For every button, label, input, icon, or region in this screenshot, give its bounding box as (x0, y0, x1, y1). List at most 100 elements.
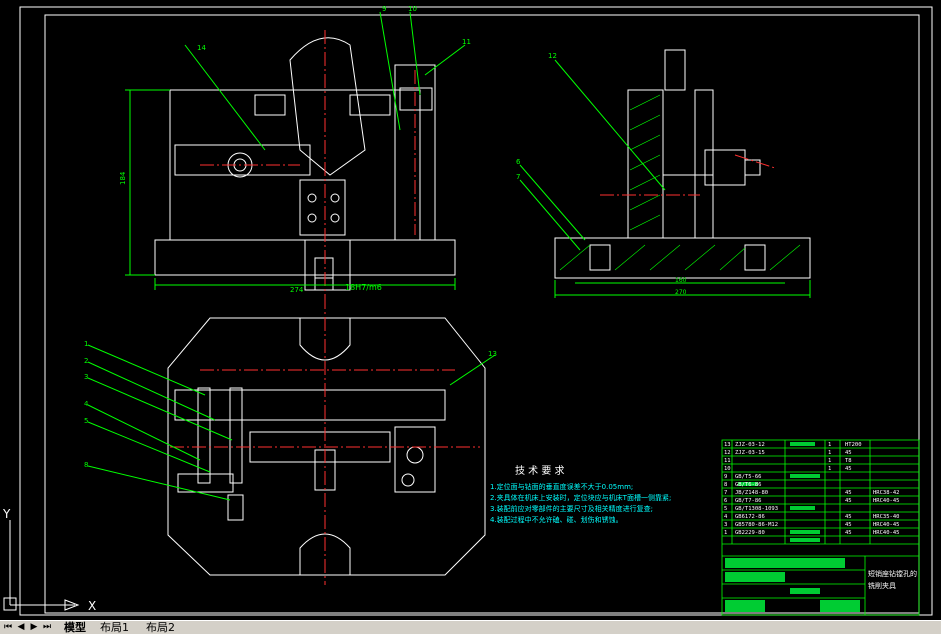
dim-outer-side: 270 (675, 289, 687, 296)
side-hatch (559, 94, 801, 271)
svg-text:1: 1 (828, 442, 831, 448)
leader-5 (87, 421, 211, 473)
svg-text:11: 11 (724, 458, 731, 464)
callout-7: 7 (516, 173, 520, 181)
svg-text:1: 1 (828, 458, 831, 464)
next-tab-icon[interactable]: ▶ (30, 622, 38, 632)
callout-12: 12 (548, 52, 557, 60)
svg-text:1: 1 (828, 450, 831, 456)
svg-text:GB/T1308-1093: GB/T1308-1093 (735, 506, 778, 512)
svg-text:9: 9 (724, 474, 727, 480)
svg-text:45: 45 (845, 530, 852, 536)
svg-text:T8: T8 (845, 458, 852, 464)
svg-text:45: 45 (845, 514, 852, 520)
tab-layout1[interactable]: 布局1 (100, 621, 129, 634)
dim-height-front: 184 (119, 171, 127, 185)
leader-13 (449, 354, 496, 386)
tech-item-2: 2.夹具体在机床上安装时，定位块应与机床T面槽一侧靠紧; (490, 493, 671, 502)
svg-text:4: 4 (724, 514, 728, 520)
leader-10 (409, 11, 421, 96)
svg-text:GB6172-86: GB6172-86 (735, 514, 765, 520)
prev-tab-icon[interactable]: ◀ (17, 622, 25, 632)
drawing-title-line1: 短销座钻镗孔的 (868, 569, 917, 578)
svg-text:45: 45 (845, 522, 852, 528)
callout-14: 14 (197, 44, 206, 52)
tech-title: 技 术 要 求 (515, 464, 565, 477)
leader-6 (519, 164, 586, 241)
drawing-title-line2: 铣削夹具 (868, 581, 896, 590)
svg-text:6: 6 (724, 498, 727, 504)
svg-text:45: 45 (845, 450, 852, 456)
svg-text:45: 45 (845, 466, 852, 472)
svg-text:45: 45 (845, 490, 852, 496)
tech-item-4: 4.装配过程中不允许磕、碰、划伤和锈蚀。 (490, 515, 623, 524)
axis-y-label: Y (2, 507, 11, 521)
leader-8 (87, 465, 231, 501)
svg-text:7: 7 (724, 490, 727, 496)
svg-text:HRC38-42: HRC38-42 (873, 490, 900, 496)
svg-text:GB2229-80: GB2229-80 (735, 530, 765, 536)
svg-text:45: 45 (845, 498, 852, 504)
tab-layout2[interactable]: 布局2 (146, 621, 175, 634)
svg-text:GB/T6-86: GB/T6-86 (735, 482, 762, 488)
svg-text:3: 3 (724, 522, 727, 528)
top-center-lines (170, 295, 480, 585)
svg-text:1: 1 (724, 530, 727, 536)
callout-8: 8 (84, 461, 88, 469)
tech-item-1: 1.定位面与钻面的垂直度误差不大于0.05mm; (490, 482, 633, 491)
top-leaders (87, 344, 496, 501)
bom-table (721, 439, 920, 616)
front-dimensions (125, 11, 466, 290)
svg-text:ZJZ-03-12: ZJZ-03-12 (735, 442, 765, 448)
layout-tab-bar: ⏮ ◀ ▶ ⏭ 模型 布局1 布局2 (0, 620, 941, 634)
tech-requirements: 技 术 要 求 1.定位面与钻面的垂直度误差不大于0.05mm; 2.夹具体在机… (490, 464, 671, 524)
leader-14 (184, 44, 266, 151)
front-center-lines (200, 30, 416, 295)
side-dimensions (519, 59, 811, 298)
last-tab-icon[interactable]: ⏭ (42, 622, 52, 632)
callout-2: 2 (84, 357, 88, 365)
callout-6: 6 (516, 158, 521, 166)
svg-text:GB/T7-86: GB/T7-86 (735, 498, 762, 504)
callout-11: 11 (462, 38, 471, 46)
bom-fills (725, 442, 860, 612)
svg-text:8: 8 (724, 482, 727, 488)
svg-text:ZJZ-03-15: ZJZ-03-15 (735, 450, 765, 456)
outer-frame (19, 6, 933, 616)
dim-inner-side: 160 (675, 277, 687, 284)
side-center-lines (600, 154, 776, 196)
svg-text:GB/T5-66: GB/T5-66 (735, 474, 762, 480)
callout-3: 3 (84, 373, 88, 381)
svg-text:HRC40-45: HRC40-45 (873, 530, 900, 536)
leader-2 (87, 361, 216, 421)
callout-4: 4 (84, 400, 89, 408)
leader-4 (87, 404, 201, 461)
fit-note: 18H7/m6 (345, 283, 382, 292)
dim-width-front: 274 (290, 286, 304, 294)
axis-x-label: X (88, 599, 96, 613)
svg-text:1: 1 (828, 466, 831, 472)
ucs-axis-icon (3, 520, 80, 611)
svg-text:HRC40-45: HRC40-45 (873, 522, 900, 528)
leader-7 (519, 179, 581, 251)
inner-frame (44, 14, 920, 614)
leader-11 (424, 44, 466, 76)
svg-text:5: 5 (724, 506, 727, 512)
leader-1 (87, 344, 206, 396)
callout-13: 13 (488, 350, 497, 358)
tech-item-3: 3.装配前应对零部件的主要尺寸及相关精度进行复查; (490, 504, 653, 513)
svg-text:12: 12 (724, 450, 731, 456)
svg-text:GB5780-86-M12: GB5780-86-M12 (735, 522, 778, 528)
svg-text:13: 13 (724, 442, 731, 448)
leader-3 (87, 377, 233, 441)
tab-model[interactable]: 模型 (64, 621, 86, 634)
side-view (554, 49, 811, 279)
svg-text:JB/Z148-80: JB/Z148-80 (735, 490, 768, 496)
callout-1: 1 (84, 340, 88, 348)
first-tab-icon[interactable]: ⏮ (3, 622, 13, 632)
callout-9: 9 (382, 5, 386, 13)
svg-text:HRC40-45: HRC40-45 (873, 498, 900, 504)
leader-9 (379, 11, 401, 131)
